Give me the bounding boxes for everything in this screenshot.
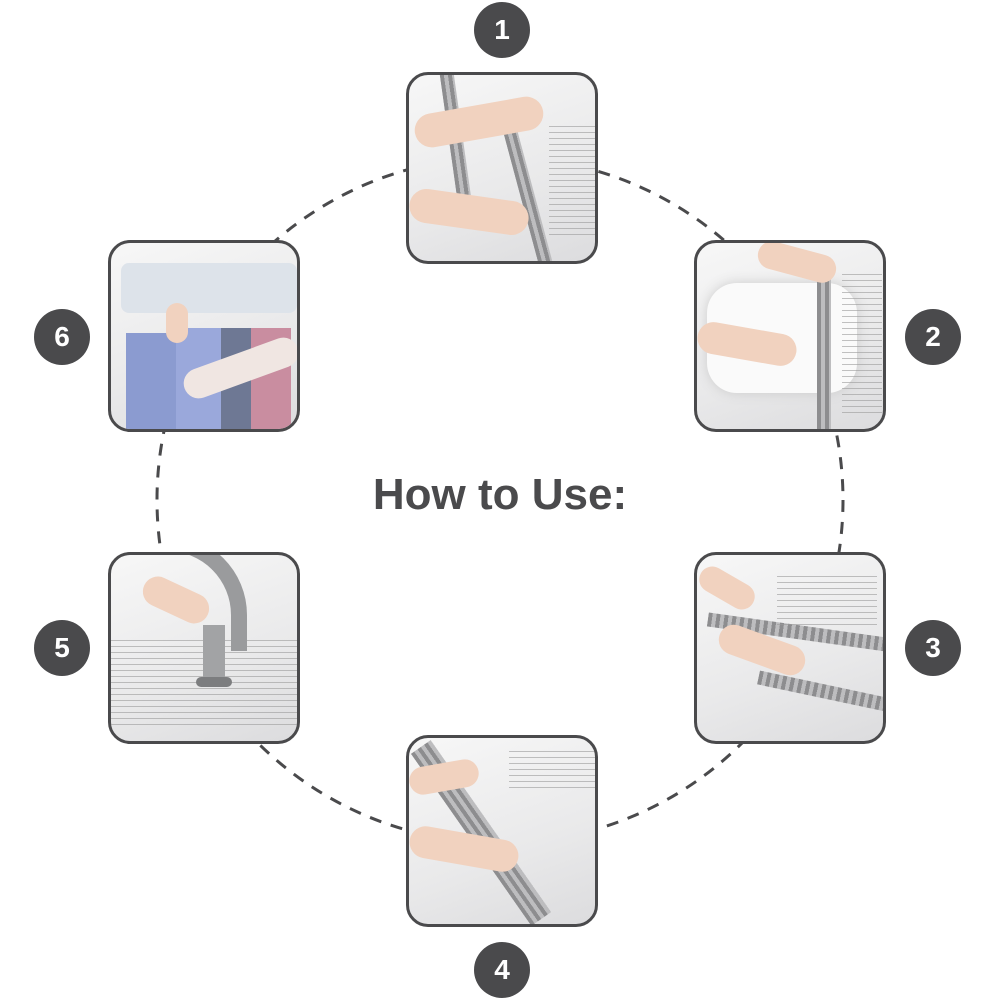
step-5-badge: 5 <box>34 620 90 676</box>
step-6-photo <box>108 240 300 432</box>
step-3-photo <box>694 552 886 744</box>
step-4-photo <box>406 735 598 927</box>
step-1-badge: 1 <box>474 2 530 58</box>
step-6-badge: 6 <box>34 309 90 365</box>
step-2-photo <box>694 240 886 432</box>
step-3-badge: 3 <box>905 620 961 676</box>
step-4-badge: 4 <box>474 942 530 998</box>
step-5-photo <box>108 552 300 744</box>
step-2-badge: 2 <box>905 309 961 365</box>
step-1-photo <box>406 72 598 264</box>
page-title: How to Use: <box>372 470 628 519</box>
